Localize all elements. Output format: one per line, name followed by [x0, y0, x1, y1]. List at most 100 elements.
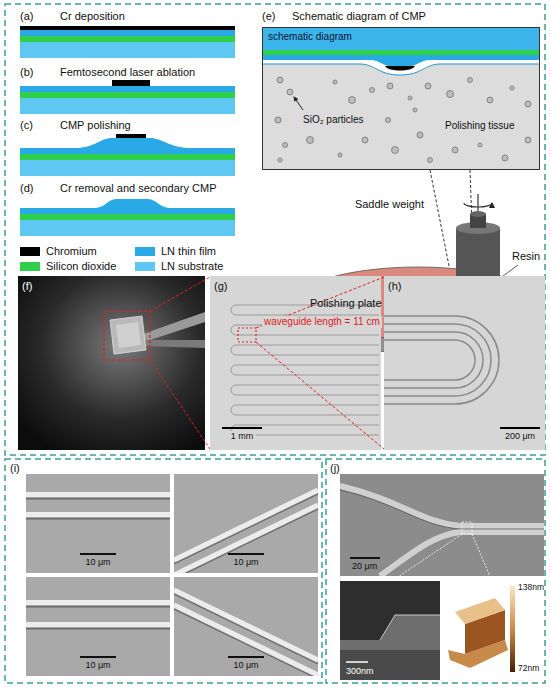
legend-text: LN substrate — [161, 260, 223, 272]
zoom-leader — [256, 277, 384, 449]
cmp-inset-art — [262, 27, 540, 169]
silica-particle — [349, 97, 356, 104]
cross-section-sem — [340, 581, 440, 680]
panel-frame — [5, 4, 545, 683]
silica-particle — [338, 153, 342, 157]
chip-photo — [18, 276, 205, 450]
scale-label: 10 μm — [231, 557, 260, 567]
waveguide-micrograph — [210, 276, 381, 450]
silica-particle — [333, 80, 337, 84]
zoom-leader — [430, 170, 452, 281]
legend-item: LN thin film — [135, 244, 216, 257]
cmp-inset-art — [385, 66, 415, 71]
layer-stack-c — [20, 154, 235, 160]
layer-stack-b — [20, 80, 235, 114]
sem-image — [174, 474, 318, 573]
sem-image — [228, 553, 264, 555]
silica-particle — [428, 158, 433, 163]
panel-label: (j) — [330, 462, 340, 475]
chip-photo — [116, 322, 141, 348]
scale-label: 10 μm — [83, 660, 112, 670]
silica-particle — [478, 143, 482, 147]
sem-image — [26, 628, 170, 630]
layer-stack-a — [20, 42, 235, 58]
legend-swatch — [20, 262, 40, 271]
layer-stack-c — [116, 134, 146, 138]
legend-item: LN substrate — [135, 259, 223, 272]
sem-image — [174, 609, 318, 676]
legend-text: LN thin film — [161, 245, 216, 257]
afm-map — [455, 598, 505, 624]
schematic-inset: schematic diagramSiO₂ particlesPolishing… — [262, 27, 540, 170]
scale-label: 1 mm — [229, 431, 256, 441]
sem-image — [26, 606, 170, 608]
silica-particle — [386, 118, 391, 123]
layer-stack-a — [20, 36, 235, 42]
part-label: Resin — [512, 250, 540, 263]
layer-stack-c — [20, 160, 235, 176]
layer-stack-c — [20, 134, 235, 176]
step-title: Cr removal and secondary CMP — [60, 182, 217, 195]
sem-image — [174, 505, 318, 573]
sem-image — [340, 474, 544, 576]
silica-particle — [413, 108, 417, 112]
colorbar-label: 72nm — [518, 664, 539, 674]
waveguide-bend-micrograph — [384, 316, 499, 404]
waveguide-bend-micrograph — [384, 332, 483, 388]
silica-particle — [277, 77, 283, 83]
silica-particle — [362, 137, 368, 143]
silica-particle — [468, 78, 473, 83]
cross-section-sem — [340, 615, 440, 650]
panel-label: (h) — [388, 280, 401, 293]
sem-image — [174, 594, 318, 664]
legend-item: Chromium — [20, 244, 97, 257]
panel-title: Schematic diagram of CMP — [292, 10, 426, 23]
legend-text: Silicon dioxide — [46, 260, 116, 272]
afm-map — [444, 581, 544, 680]
sem-image — [380, 532, 544, 576]
cross-section-sem — [395, 615, 440, 616]
part-label: Saddle weight — [355, 198, 424, 211]
silica-particle — [510, 86, 514, 90]
silica-particle — [275, 77, 531, 163]
silica-particle — [408, 96, 412, 100]
afm-map — [510, 586, 515, 672]
afm-map — [444, 581, 544, 680]
zoom-leader — [150, 277, 210, 449]
silica-particle — [525, 101, 531, 107]
colorbar-label: 138nm — [518, 583, 544, 593]
silica-particle — [387, 83, 393, 89]
waveguide-bend-micrograph — [384, 316, 499, 404]
layer-stack-a — [20, 26, 235, 58]
silica-particle — [487, 97, 493, 103]
scale-label: 200 μm — [503, 431, 537, 441]
sem-image — [174, 474, 318, 573]
zoom-leader — [392, 534, 462, 581]
layer-stack-d — [20, 220, 235, 236]
silica-particle — [525, 137, 531, 143]
waveguide-bend-micrograph — [384, 340, 475, 380]
silica-particle — [452, 147, 458, 153]
layer-stack-b — [20, 86, 235, 92]
zoom-leader — [256, 342, 384, 449]
zoom-leader — [392, 534, 492, 581]
sem-image — [26, 498, 170, 500]
legend-text: Chromium — [46, 245, 97, 257]
legend-swatch — [20, 247, 40, 256]
silica-particle — [425, 83, 431, 89]
sem-image — [26, 577, 170, 676]
sem-image — [350, 557, 380, 559]
sem-image — [26, 622, 170, 627]
silica-particle — [287, 89, 293, 95]
panel-label: (b) — [20, 66, 33, 79]
step-title: Cr deposition — [60, 10, 125, 23]
sem-image — [80, 656, 116, 658]
chip-photo — [104, 311, 150, 360]
legend-swatch — [135, 262, 155, 271]
panel-frame — [326, 459, 545, 683]
sem-image — [174, 490, 318, 560]
waveguide-bend-micrograph — [384, 276, 545, 450]
scale-label: 10 μm — [83, 557, 112, 567]
